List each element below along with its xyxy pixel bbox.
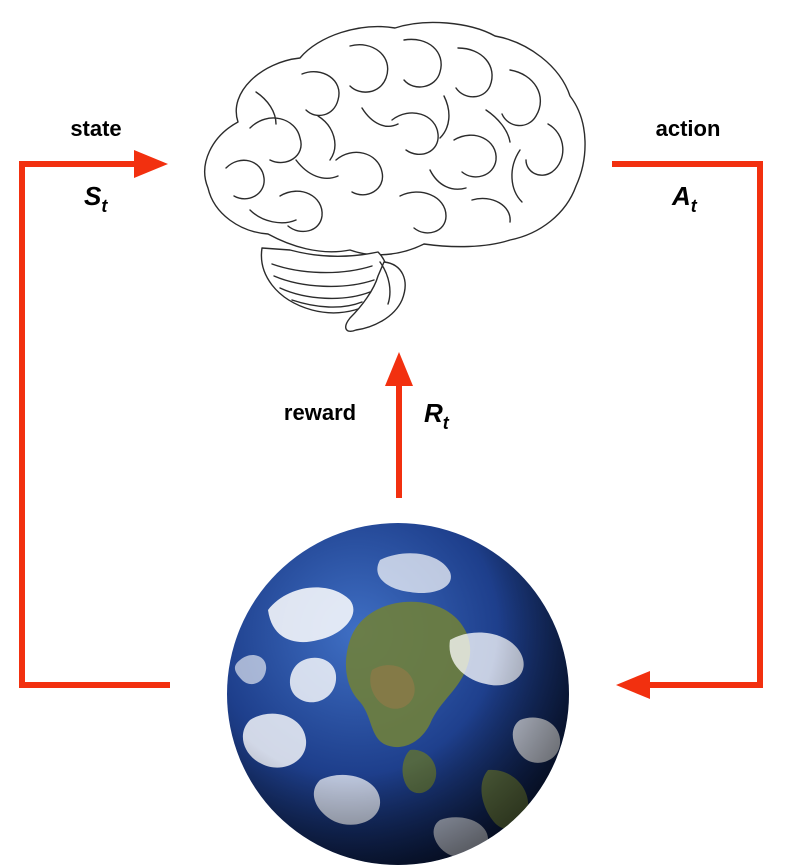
state-symbol: St — [84, 181, 108, 216]
state-label: state — [70, 116, 121, 141]
reward-symbol: Rt — [424, 398, 450, 433]
state-arrowhead — [134, 150, 168, 178]
earth-globe-icon — [227, 523, 569, 865]
brain-icon — [204, 21, 586, 332]
action-arrow — [612, 161, 763, 688]
reward-arrowhead — [385, 352, 413, 386]
reward-label: reward — [284, 400, 356, 425]
action-arrowhead — [616, 671, 650, 699]
state-arrow — [19, 161, 170, 688]
action-label: action — [656, 116, 721, 141]
action-symbol: At — [671, 181, 698, 216]
